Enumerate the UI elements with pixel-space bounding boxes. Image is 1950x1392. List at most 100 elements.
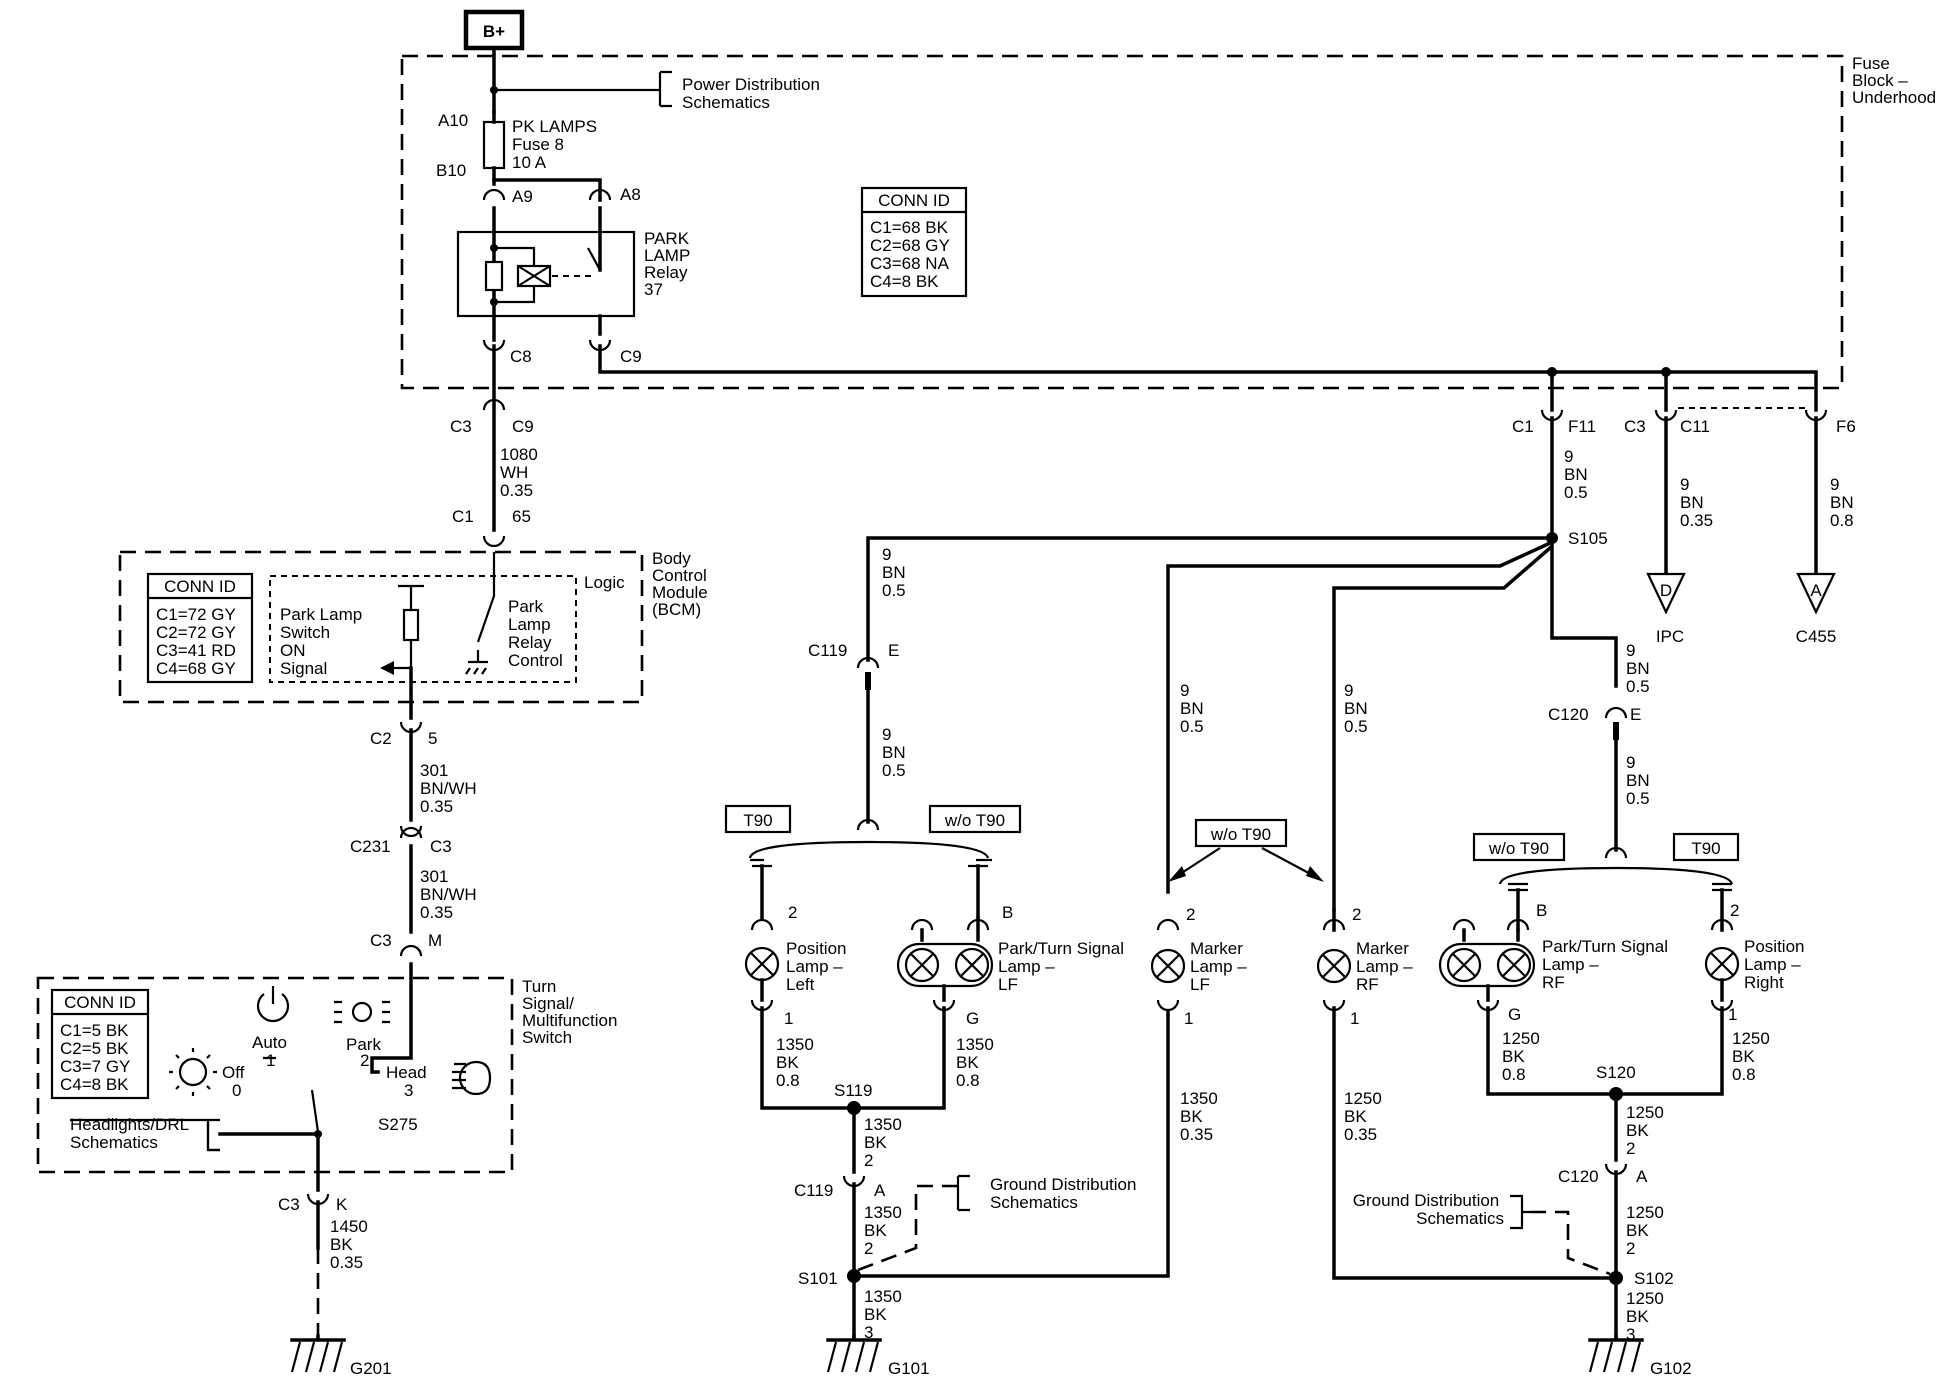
off-position-number: 0 xyxy=(232,1081,241,1100)
ground-dist-ref: Ground Distribution Schematics xyxy=(990,1175,1141,1212)
pin-1: 1 xyxy=(1350,1009,1359,1028)
svg-text:CONN ID: CONN ID xyxy=(64,993,136,1012)
wire-label: 1350 BK 0.35 xyxy=(1180,1089,1223,1144)
pin-c9: C9 xyxy=(512,417,534,436)
conn-c2: C2 xyxy=(370,729,392,748)
conn-c1: C1 xyxy=(1512,417,1534,436)
light-off-icon xyxy=(169,1048,217,1096)
conn-c3: C3 xyxy=(450,417,472,436)
marker-lamp-rf-label: Marker Lamp – RF xyxy=(1356,939,1417,994)
marker-lamp-rf xyxy=(1316,948,1352,984)
park-turn-lamp-rf-label: Park/Turn Signal Lamp – RF xyxy=(1542,937,1673,992)
conn-c119: C119 xyxy=(808,641,847,660)
power-distribution-ref: Power Distribution Schematics xyxy=(682,75,825,112)
park-lamp-relay xyxy=(456,206,636,342)
connector-pin xyxy=(865,672,871,690)
pin-f6: F6 xyxy=(1836,417,1856,436)
s105-label: S105 xyxy=(1568,529,1608,548)
s101-label: S101 xyxy=(798,1269,838,1288)
bcm-pullup-resistor xyxy=(380,584,424,675)
wire-label: 1250 BK 2 xyxy=(1626,1203,1669,1258)
wire-label: 1350 BK 2 xyxy=(864,1203,907,1258)
wire-label: 1350 BK 3 xyxy=(864,1287,907,1342)
svg-text:C1=5 BK C2=5 BK C3: C1=5 BK C2=5 BK C3=7 GY C4=8 BK xyxy=(60,1021,135,1094)
s102-label: S102 xyxy=(1634,1269,1674,1288)
bcm-conn-id: CONN ID C1=72 GY C2=72 GY C3=41 RD C4=68… xyxy=(146,572,254,684)
pin-b: B xyxy=(1002,903,1013,922)
relay-label: PARK LAMP Relay 37 xyxy=(644,229,695,299)
supply-label: B+ xyxy=(483,22,505,41)
wire-label: 1350 BK 2 xyxy=(864,1115,907,1170)
wire-label: 9 BN 0.5 xyxy=(1564,447,1592,502)
t90-option-box: T90 xyxy=(724,804,792,834)
g201-label: G201 xyxy=(350,1359,392,1378)
pin-1: 1 xyxy=(1184,1009,1193,1028)
head-position-number: 3 xyxy=(404,1081,413,1100)
pin-65: 65 xyxy=(512,507,531,526)
fuse-pin-a10: A10 xyxy=(438,111,468,130)
s119-label: S119 xyxy=(834,1081,872,1100)
conn-c231: C231 xyxy=(350,837,391,856)
wire-label: 9 BN 0.5 xyxy=(1180,681,1208,736)
pin-a9: A9 xyxy=(512,187,533,206)
wire-label: 9 BN 0.5 xyxy=(882,725,910,780)
pin-2: 2 xyxy=(1730,901,1739,920)
wire-label: 1080 WH 0.35 xyxy=(500,445,543,500)
fuse-block-boundary xyxy=(400,54,1844,390)
park-turn-lamp-lf-label: Park/Turn Signal Lamp – LF xyxy=(998,939,1129,994)
g101-label: G101 xyxy=(888,1359,930,1378)
pin-5: 5 xyxy=(428,729,437,748)
pin-f11: F11 xyxy=(1568,417,1596,436)
wire-label: 1250 BK 0.8 xyxy=(1502,1029,1545,1084)
c455-label: C455 xyxy=(1796,627,1837,646)
fuse-pin-b10: B10 xyxy=(436,161,466,180)
pin-g: G xyxy=(966,1009,979,1028)
conn-c120: C120 xyxy=(1558,1167,1599,1186)
pin-a: A xyxy=(1636,1167,1648,1186)
pin-2: 2 xyxy=(788,903,797,922)
park-turn-lamp-lf xyxy=(896,942,994,988)
tsm-conn-id: CONN ID C1=5 BK C2=5 BK C3=7 GY C4=8 BK xyxy=(50,988,150,1100)
wire-label: 9 BN 0.5 xyxy=(1344,681,1372,736)
svg-text:w/o T90: w/o T90 xyxy=(1488,839,1549,858)
svg-text:C1=68 BK C2=68 GY: C1=68 BK C2=68 GY C3=68 NA C4=8 BK xyxy=(870,218,954,291)
wire-label: 9 BN 0.5 xyxy=(1626,641,1654,696)
auto-position-number: 1 xyxy=(266,1051,275,1070)
marker-lamp-lf xyxy=(1150,948,1186,984)
bcm-logic-boundary xyxy=(269,575,577,683)
wire-label: 9 BN 0.5 xyxy=(1626,753,1654,808)
connector-pin xyxy=(1613,722,1619,740)
pk-lamps-fuse xyxy=(482,120,506,170)
wire-label: 1350 BK 0.8 xyxy=(956,1035,999,1090)
tsm-boundary xyxy=(36,976,514,1174)
headlamp-switch xyxy=(263,962,413,1150)
t90-option-box: T90 xyxy=(1672,832,1740,862)
conn-c120: C120 xyxy=(1548,705,1589,724)
pin-a8: A8 xyxy=(620,185,641,204)
position-lamp-left-label: Position Lamp – Left xyxy=(786,939,851,994)
splice-s105 xyxy=(1546,532,1558,544)
wire-label: 1350 BK 0.8 xyxy=(776,1035,819,1090)
auto-label: Auto xyxy=(252,1033,287,1052)
s275-label: S275 xyxy=(378,1115,418,1134)
conn-c1: C1 xyxy=(452,507,474,526)
svg-text:CONN ID: CONN ID xyxy=(164,577,236,596)
svg-text:CONN ID: CONN ID xyxy=(878,191,950,210)
position-lamp-left xyxy=(744,946,780,982)
ipc-label: IPC xyxy=(1656,627,1684,646)
g102-label: G102 xyxy=(1650,1359,1692,1378)
headlights-drl-ref: Headlights/DRL Schematics xyxy=(70,1115,193,1152)
s120-label: S120 xyxy=(1596,1063,1636,1082)
ground-dist-ref: Ground Distribution Schematics xyxy=(1353,1191,1504,1228)
ground-g201 xyxy=(290,1334,346,1373)
svg-text:T90: T90 xyxy=(1691,839,1720,858)
conn-c3: C3 xyxy=(278,1195,300,1214)
pin-m: M xyxy=(428,931,442,950)
svg-text:A: A xyxy=(1810,581,1822,600)
park-lamp-switch-signal-label: Park Lamp Switch ON Signal xyxy=(280,605,367,678)
logic-label: Logic xyxy=(584,573,625,592)
wire-label: 9 BN 0.35 xyxy=(1680,475,1713,530)
pin-c8: C8 xyxy=(510,347,532,366)
wire-label: 1250 BK 0.8 xyxy=(1732,1029,1775,1084)
wo-t90-option-box: w/o T90 xyxy=(1472,832,1566,862)
